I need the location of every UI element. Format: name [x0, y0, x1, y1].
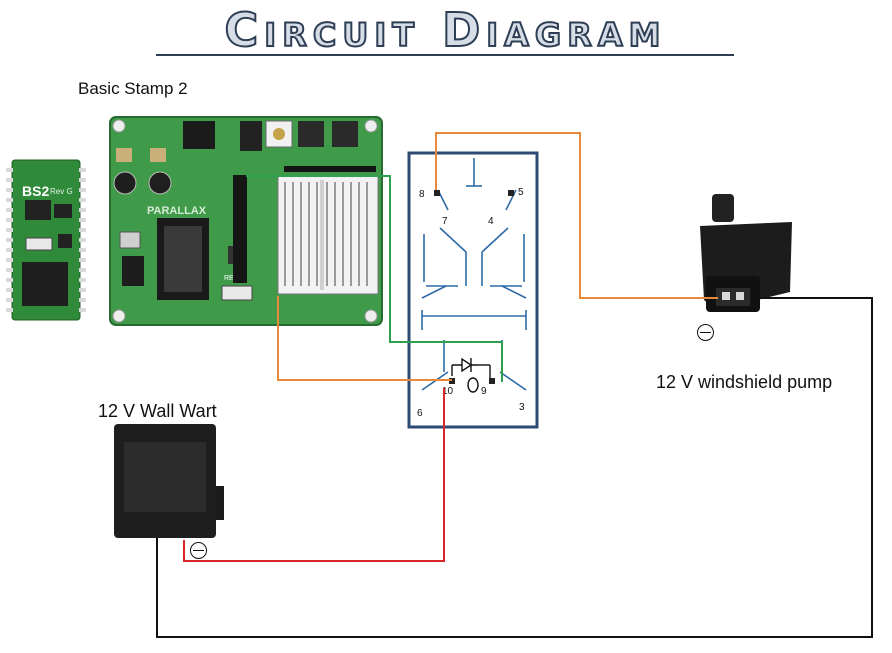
- relay-pin-9: 9: [481, 386, 487, 397]
- green-wire: [246, 175, 503, 382]
- black-wire: [156, 297, 873, 638]
- relay-pin-3: 3: [519, 402, 525, 413]
- relay: 8 5 7 4 10 9 6 3: [407, 151, 539, 429]
- bs2-text: BS2: [22, 183, 49, 199]
- bs2-rev-text: Rev G: [50, 187, 73, 196]
- brand-text: PARALLAX: [147, 205, 207, 217]
- pump-label: 12 V windshield pump: [656, 372, 833, 392]
- relay-pin-7: 7: [442, 216, 448, 227]
- pump-minus-icon: [697, 324, 714, 341]
- title-underline: [156, 54, 734, 56]
- red-wire: [183, 388, 445, 562]
- relay-pin-8: 8: [419, 189, 425, 200]
- stamp-label: Basic Stamp 2: [78, 79, 188, 98]
- orange-wire-board: [277, 296, 452, 381]
- windshield-pump: [700, 194, 792, 312]
- wallwart-minus-icon: [190, 542, 207, 559]
- wall-wart: [114, 424, 224, 538]
- wall-wart-label: 12 V Wall Wart: [98, 401, 217, 421]
- diagram-title: Circuit Diagram: [224, 3, 667, 57]
- orange-wire-pump: [435, 132, 718, 299]
- relay-pin-4: 4: [488, 216, 494, 227]
- bs2-module: BS2 Rev G: [6, 159, 86, 321]
- relay-pin-10: 10: [442, 386, 454, 397]
- relay-pin-6: 6: [417, 408, 423, 419]
- board-of-education: RESET PARALLAX: [109, 116, 383, 326]
- wires: [156, 132, 873, 638]
- relay-pin-5: 5: [518, 187, 524, 198]
